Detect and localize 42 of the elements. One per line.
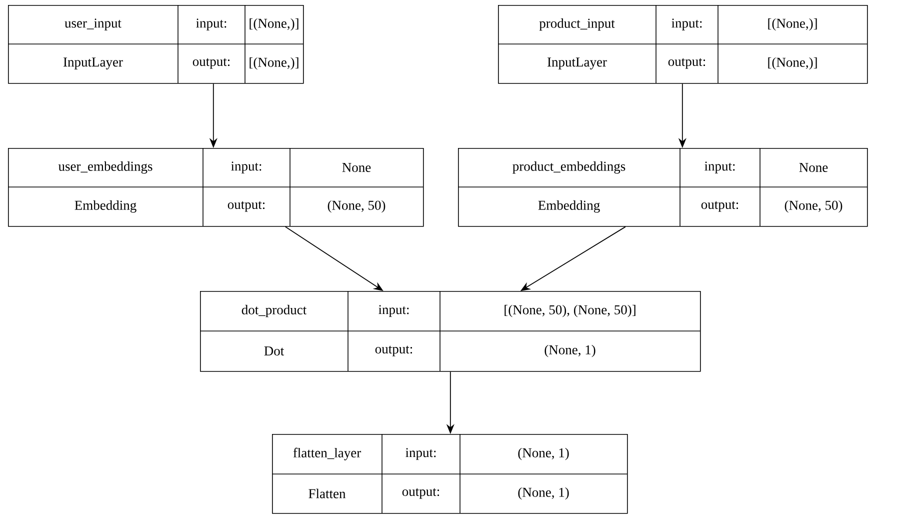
- port-label: input:: [196, 18, 226, 30]
- port-label: output:: [228, 201, 265, 212]
- shape-value: [(None,)]: [250, 57, 298, 70]
- layer-name: flatten_layer: [293, 448, 361, 460]
- shape-value: [(None,)]: [768, 18, 817, 31]
- layer-table: [498, 4, 868, 84]
- layer-type: Dot: [264, 346, 284, 356]
- port-label: output:: [402, 488, 440, 499]
- layer-type: InputLayer: [548, 58, 607, 70]
- port-label: output:: [375, 346, 412, 356]
- layer-name: user_embeddings: [58, 161, 152, 174]
- shape-value: (None, 50): [784, 200, 842, 213]
- port-label: output:: [701, 201, 738, 212]
- layer-table: [8, 4, 304, 84]
- port-label: input:: [704, 162, 735, 174]
- layer-name: product_input: [539, 18, 615, 31]
- shape-value: [(None,)]: [768, 57, 817, 70]
- shape-value: [(None, 50), (None, 50)]: [504, 304, 636, 318]
- port-label: input:: [672, 18, 702, 30]
- layer-name: product_embeddings: [512, 161, 626, 174]
- layer-type: Flatten: [308, 488, 346, 498]
- layer-table: [272, 434, 628, 514]
- shape-value: [(None,)]: [250, 18, 298, 31]
- port-label: output:: [192, 58, 230, 69]
- port-label: output:: [668, 58, 706, 69]
- shape-value: (None, 1): [518, 487, 569, 500]
- port-label: input:: [378, 305, 409, 317]
- layer-name: user_input: [64, 18, 122, 30]
- layer-name: dot_product: [242, 304, 307, 318]
- shape-value: (None, 50): [328, 200, 386, 213]
- layer-table: [8, 148, 424, 227]
- layer-type: InputLayer: [64, 58, 123, 70]
- shape-value: None: [799, 163, 828, 172]
- shape-value: (None, 1): [544, 344, 596, 358]
- layer-table: [200, 290, 701, 372]
- layer-table: [458, 148, 868, 227]
- shape-value: (None, 1): [518, 448, 569, 460]
- port-label: input:: [406, 448, 436, 460]
- shape-value: None: [342, 163, 371, 172]
- layer-type: Embedding: [74, 200, 136, 213]
- port-label: input:: [231, 162, 262, 174]
- layer-type: Embedding: [538, 200, 600, 213]
